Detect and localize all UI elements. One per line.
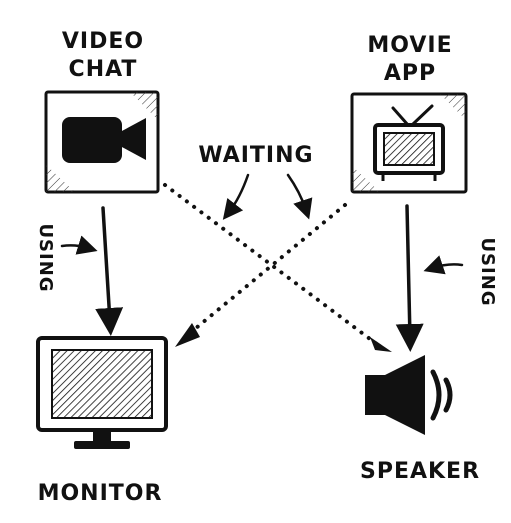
arrow-video-chat-to-monitor: [95, 206, 124, 336]
node-movie-app: MOVIE APP: [350, 33, 468, 194]
movie-app-shade-bottom: [352, 166, 380, 192]
video-chat-label-line2: CHAT: [69, 57, 138, 82]
movie-app-label-line1: MOVIE: [367, 33, 452, 58]
using-label-right: USING: [477, 237, 498, 306]
movie-app-label-line2: APP: [384, 61, 436, 86]
dotted-arrow-video-chat-to-speaker: [163, 183, 380, 347]
node-video-chat: VIDEO CHAT: [44, 29, 160, 194]
using-label-left: USING: [35, 223, 56, 292]
using-pointer-left: [60, 235, 98, 255]
speaker-icon: [365, 355, 453, 435]
dotted-arrow-head-speaker: [370, 337, 392, 352]
waiting-label: WAITING: [198, 143, 313, 168]
video-camera-icon: [62, 117, 146, 163]
waiting-pointer-right: [286, 173, 313, 220]
monitor-label: MONITOR: [38, 481, 163, 506]
video-chat-shade-top: [130, 92, 158, 120]
waiting-pointer-left: [222, 173, 250, 220]
dotted-arrow-movie-app-to-monitor: [188, 203, 347, 335]
monitor-icon: [36, 336, 168, 449]
node-monitor: MONITOR: [36, 336, 168, 506]
dotted-arrow-head-monitor: [175, 323, 200, 347]
video-chat-shade-bottom: [46, 165, 75, 192]
movie-app-shade-top: [440, 94, 466, 120]
arrow-movie-app-to-speaker: [395, 204, 424, 352]
speaker-label: SPEAKER: [360, 459, 480, 484]
using-pointer-right: [423, 255, 464, 275]
node-speaker: SPEAKER: [360, 355, 480, 484]
video-chat-label-line1: VIDEO: [62, 29, 144, 54]
tv-icon: [373, 104, 445, 181]
